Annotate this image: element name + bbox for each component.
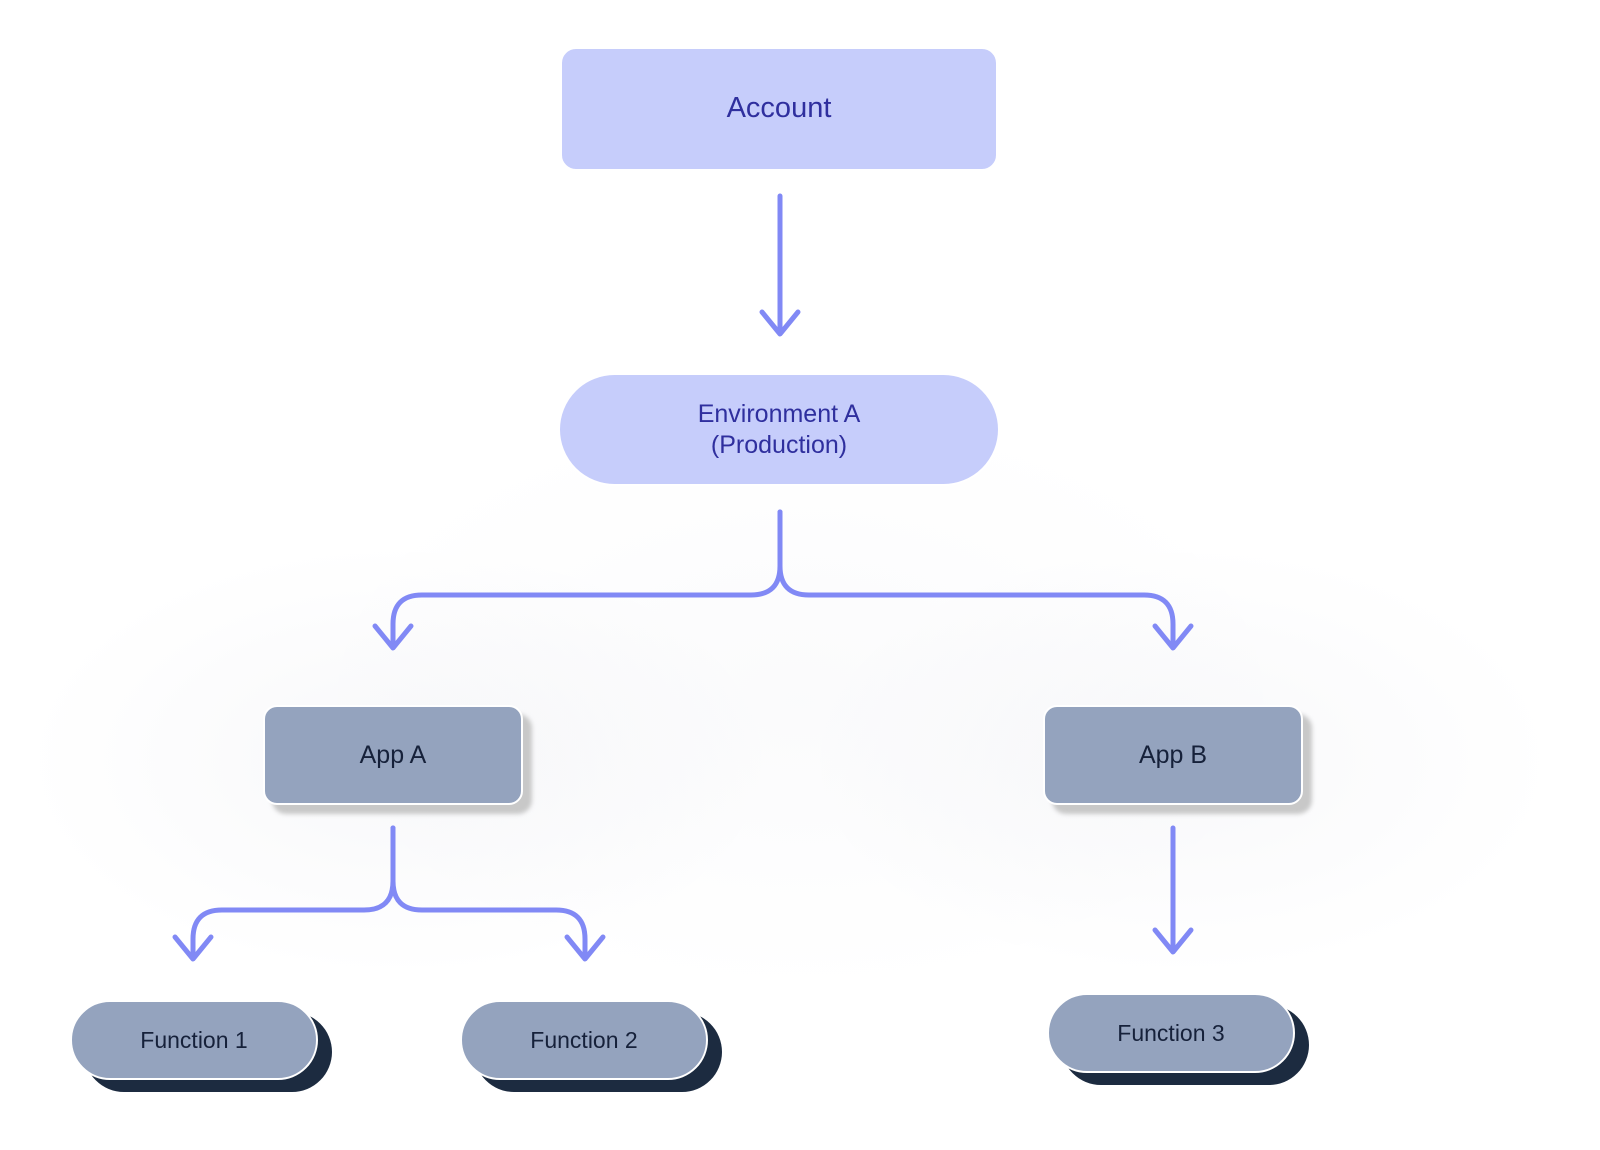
node-function-2[interactable]: Function 2 bbox=[460, 1000, 708, 1080]
node-account-label: Account bbox=[726, 92, 832, 125]
node-app-a-label: App A bbox=[359, 740, 427, 769]
node-function-2-label: Function 2 bbox=[530, 1026, 638, 1053]
node-function-1[interactable]: Function 1 bbox=[70, 1000, 318, 1080]
edge-app-a-to-function-2 bbox=[390, 825, 606, 962]
edge-app-b-to-function-3 bbox=[1152, 825, 1194, 955]
edge-environment-a-to-app-a bbox=[372, 509, 783, 651]
node-app-b-label: App B bbox=[1138, 740, 1208, 769]
edge-account-to-environment-a bbox=[759, 193, 801, 337]
edge-app-a-to-function-1 bbox=[172, 825, 396, 962]
edge-environment-a-to-app-b bbox=[777, 509, 1194, 651]
node-function-3[interactable]: Function 3 bbox=[1047, 993, 1295, 1073]
node-function-3-label: Function 3 bbox=[1117, 1019, 1225, 1046]
node-app-b[interactable]: App B bbox=[1043, 705, 1303, 805]
node-environment-a-label: Environment A (Production) bbox=[697, 400, 861, 459]
node-app-a[interactable]: App A bbox=[263, 705, 523, 805]
node-environment-a[interactable]: Environment A (Production) bbox=[558, 373, 1000, 486]
node-account[interactable]: Account bbox=[560, 47, 998, 171]
node-function-1-label: Function 1 bbox=[140, 1026, 248, 1053]
